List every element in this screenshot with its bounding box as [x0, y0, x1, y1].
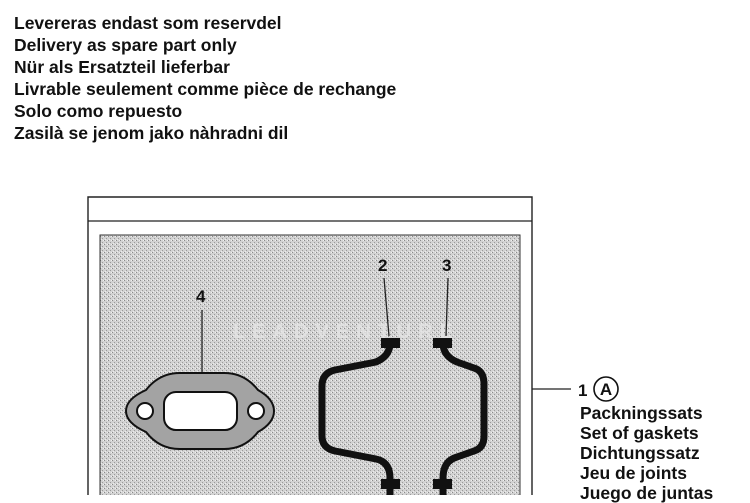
bolt-hole-left [136, 402, 154, 420]
watermark-text: LEADVENTURE [233, 321, 460, 343]
kit-description-english: Set of gaskets [580, 423, 699, 443]
leader-line-2 [383, 277, 390, 337]
notice-line-czech: Zasilà se jenom jako nàhradni dil [14, 123, 289, 143]
seal-strip-left [318, 342, 394, 495]
callout-1: 1 [578, 381, 587, 400]
notice-line-spanish: Solo como repuesto [14, 101, 183, 121]
gasket-bag [87, 196, 533, 495]
callout-4: 4 [196, 287, 206, 306]
exhaust-port-opening [163, 391, 238, 431]
kit-description-german: Dichtungssatz [580, 443, 700, 463]
end-tab-left [381, 338, 400, 348]
kit-description-swedish: Packningssats [580, 403, 703, 423]
kit-description-spanish: Juego de juntas [580, 483, 714, 503]
callout-1-badge-letter: A [600, 380, 612, 399]
callout-1-badge [593, 376, 619, 402]
notice-line-swedish: Levereras endast som reservdel [14, 13, 282, 33]
end-tab-left-bottom [381, 479, 400, 489]
notice-line-english: Delivery as spare part only [14, 35, 237, 55]
notice-line-german: Nür als Ersatzteil lieferbar [14, 57, 230, 77]
seal-strip-right [439, 342, 488, 495]
notice-line-french: Livrable seulement comme pièce de rechan… [14, 79, 397, 99]
callout-2: 2 [378, 256, 387, 275]
end-tab-right [433, 338, 452, 348]
bolt-hole-right [247, 402, 265, 420]
exhaust-gasket-part-4 [124, 371, 276, 451]
callout-3: 3 [442, 256, 451, 275]
end-tab-right-bottom [433, 479, 452, 489]
seal-strip-parts-2-3 [318, 338, 488, 495]
kit-description: Packningssats Set of gaskets Dichtungssa… [580, 403, 713, 503]
spare-part-notice: Levereras endast som reservdel Delivery … [14, 12, 396, 144]
kit-description-french: Jeu de joints [580, 463, 687, 483]
leader-line-3 [445, 277, 449, 337]
